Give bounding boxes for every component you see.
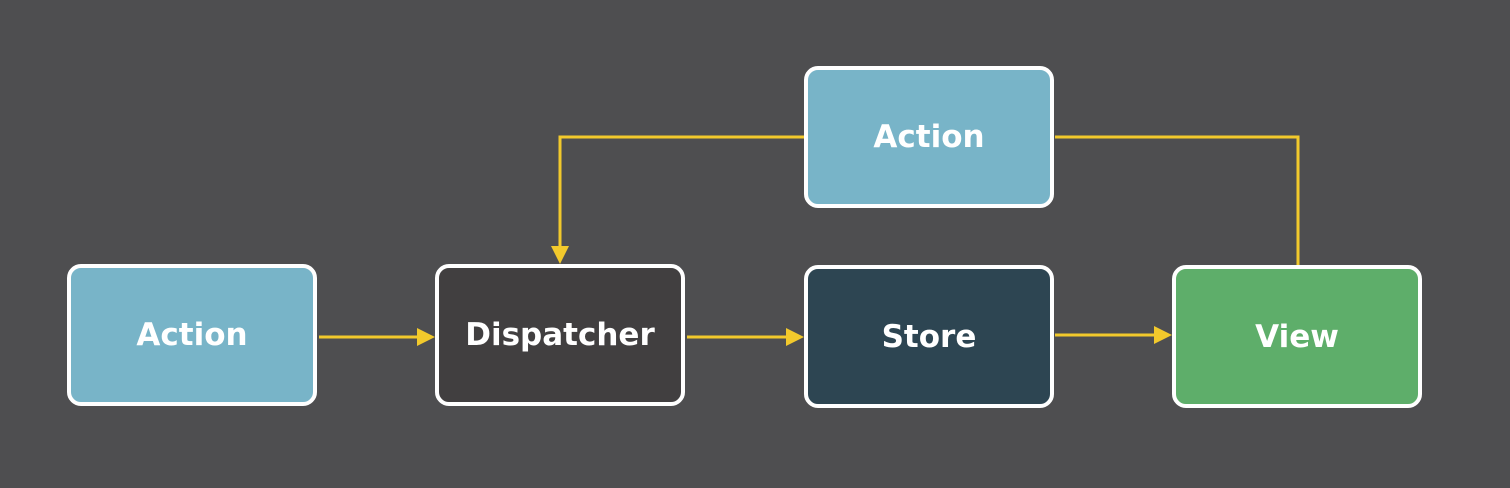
view-node-label: View <box>1255 318 1339 355</box>
edge-action-to-dispatcher <box>319 328 435 346</box>
edge-dispatcher-to-store <box>687 328 804 346</box>
action-node-left: Action <box>67 264 317 406</box>
dispatcher-node: Dispatcher <box>435 264 685 406</box>
action-node-top: Action <box>804 66 1054 208</box>
view-node: View <box>1172 265 1422 408</box>
arrowhead-icon <box>417 328 435 346</box>
edge-store-to-view <box>1055 326 1172 344</box>
arrowhead-icon <box>551 246 569 264</box>
action-node-label: Action <box>873 119 985 155</box>
connector-line <box>1055 135 1300 265</box>
store-node-label: Store <box>881 318 977 355</box>
edge-view-to-action <box>1055 135 1300 265</box>
connector-line <box>558 135 804 247</box>
store-node: Store <box>804 265 1054 408</box>
arrowhead-icon <box>786 328 804 346</box>
action-node-label: Action <box>136 317 248 353</box>
arrowhead-icon <box>1154 326 1172 344</box>
dispatcher-node-label: Dispatcher <box>465 317 655 353</box>
edge-action-to-dispatcher-top <box>551 135 804 264</box>
